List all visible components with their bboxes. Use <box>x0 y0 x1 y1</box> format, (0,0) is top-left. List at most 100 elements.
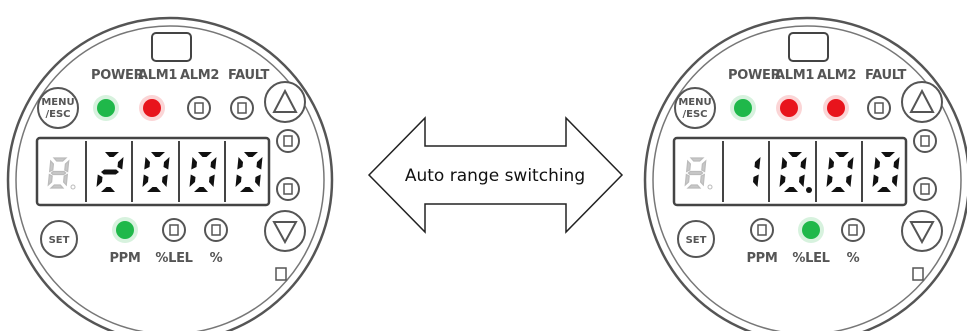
digit-1 <box>96 152 124 192</box>
percent-label: % <box>847 251 860 266</box>
segment-g <box>687 170 704 176</box>
blank-digit <box>47 157 70 189</box>
square-icon <box>874 102 884 114</box>
alm1-led <box>776 95 802 121</box>
segment-e <box>684 173 690 187</box>
down-arrow-button[interactable] <box>264 210 306 252</box>
percent-led <box>841 218 865 242</box>
decimal-point <box>806 187 812 193</box>
menu-esc-button[interactable]: MENU /ESC <box>674 87 716 129</box>
segment-f <box>828 157 834 170</box>
display-panel-right: POWER ALM1 ALM2 FAULT MENU /ESC SE <box>643 16 967 331</box>
led-off <box>230 96 254 120</box>
digit-4 <box>235 152 263 192</box>
segment-c <box>846 174 852 187</box>
set-button[interactable]: SET <box>40 220 78 258</box>
power-label: POWER <box>728 68 781 83</box>
blank-decimal-point <box>70 184 76 190</box>
segment-d <box>877 187 891 192</box>
segment-a <box>244 152 258 157</box>
segment-f <box>874 157 880 170</box>
segment-b <box>800 157 807 170</box>
digit-3 <box>826 152 854 192</box>
led-off <box>204 218 228 242</box>
led-display-frame <box>35 136 271 207</box>
side-small-button-1[interactable] <box>913 129 937 153</box>
segment-d <box>101 187 115 192</box>
power-led <box>730 95 756 121</box>
segment-b <box>256 157 263 170</box>
led-lit <box>780 99 798 117</box>
square-icon <box>920 135 930 147</box>
power-label: POWER <box>91 68 144 83</box>
fault-led <box>230 96 254 120</box>
segment-g <box>50 170 67 176</box>
side-small-button-2[interactable] <box>276 177 300 201</box>
display-panel-left: POWER ALM1 ALM2 FAULT MENU /ESC <box>6 16 334 331</box>
square-icon <box>848 224 858 236</box>
segment-e <box>779 174 786 187</box>
segment-a <box>198 152 212 157</box>
segment-a <box>689 157 705 162</box>
alm2-led <box>823 95 849 121</box>
segment-b <box>701 159 707 173</box>
side-small-button-1[interactable] <box>276 129 300 153</box>
segment-d <box>240 187 254 192</box>
digit-1 <box>753 157 761 187</box>
segment-c <box>62 173 69 187</box>
menu-esc-button[interactable]: MENU /ESC <box>37 87 79 129</box>
segment-a <box>52 157 68 162</box>
down-triangle-icon <box>909 221 935 245</box>
ppm-led <box>112 217 138 243</box>
segment-e <box>872 174 879 187</box>
segment-a <box>788 152 802 157</box>
percent-led <box>204 218 228 242</box>
segment-d <box>831 187 845 192</box>
set-button[interactable]: SET <box>677 220 715 258</box>
up-arrow-button[interactable] <box>264 81 306 123</box>
segment-f <box>237 157 243 170</box>
percent-label: % <box>210 251 223 266</box>
alm2-led <box>187 96 211 120</box>
segment-b <box>64 159 70 173</box>
segment-f <box>144 157 150 170</box>
led-off <box>750 218 774 242</box>
led-lit <box>827 99 845 117</box>
segment-a <box>881 152 895 157</box>
up-arrow-button[interactable] <box>901 81 943 123</box>
lel-led <box>162 218 186 242</box>
fault-label: FAULT <box>228 68 270 83</box>
segment-a <box>835 152 849 157</box>
down-triangle-icon <box>272 221 298 245</box>
blank-digit <box>684 157 707 189</box>
square-icon <box>194 102 204 114</box>
esc-label: /ESC <box>45 109 70 120</box>
led-lit <box>802 221 820 239</box>
digit-2 <box>142 152 170 192</box>
segment-c <box>699 173 706 187</box>
led-display-frame <box>672 136 908 207</box>
segment-b <box>847 157 854 170</box>
power-led <box>93 95 119 121</box>
digit-3 <box>189 152 217 192</box>
segment-b <box>893 157 900 170</box>
alm2-label: ALM2 <box>180 68 219 83</box>
segment-e <box>96 174 103 187</box>
segment-f <box>685 159 692 173</box>
side-small-button-2[interactable] <box>913 177 937 201</box>
segment-e <box>142 174 149 187</box>
segment-f <box>191 157 197 170</box>
square-icon <box>283 135 293 147</box>
esc-label: /ESC <box>682 109 707 120</box>
lel-label: %LEL <box>792 251 829 266</box>
segment-c <box>255 174 261 187</box>
segment-c <box>753 174 759 187</box>
segment-e <box>189 174 196 187</box>
ppm-label: PPM <box>109 251 140 266</box>
segment-c <box>892 174 898 187</box>
segment-b <box>754 157 761 170</box>
connector-tab <box>912 267 924 281</box>
arrow-caption: Auto range switching <box>405 166 585 186</box>
down-arrow-button[interactable] <box>901 210 943 252</box>
digit-4 <box>872 152 900 192</box>
